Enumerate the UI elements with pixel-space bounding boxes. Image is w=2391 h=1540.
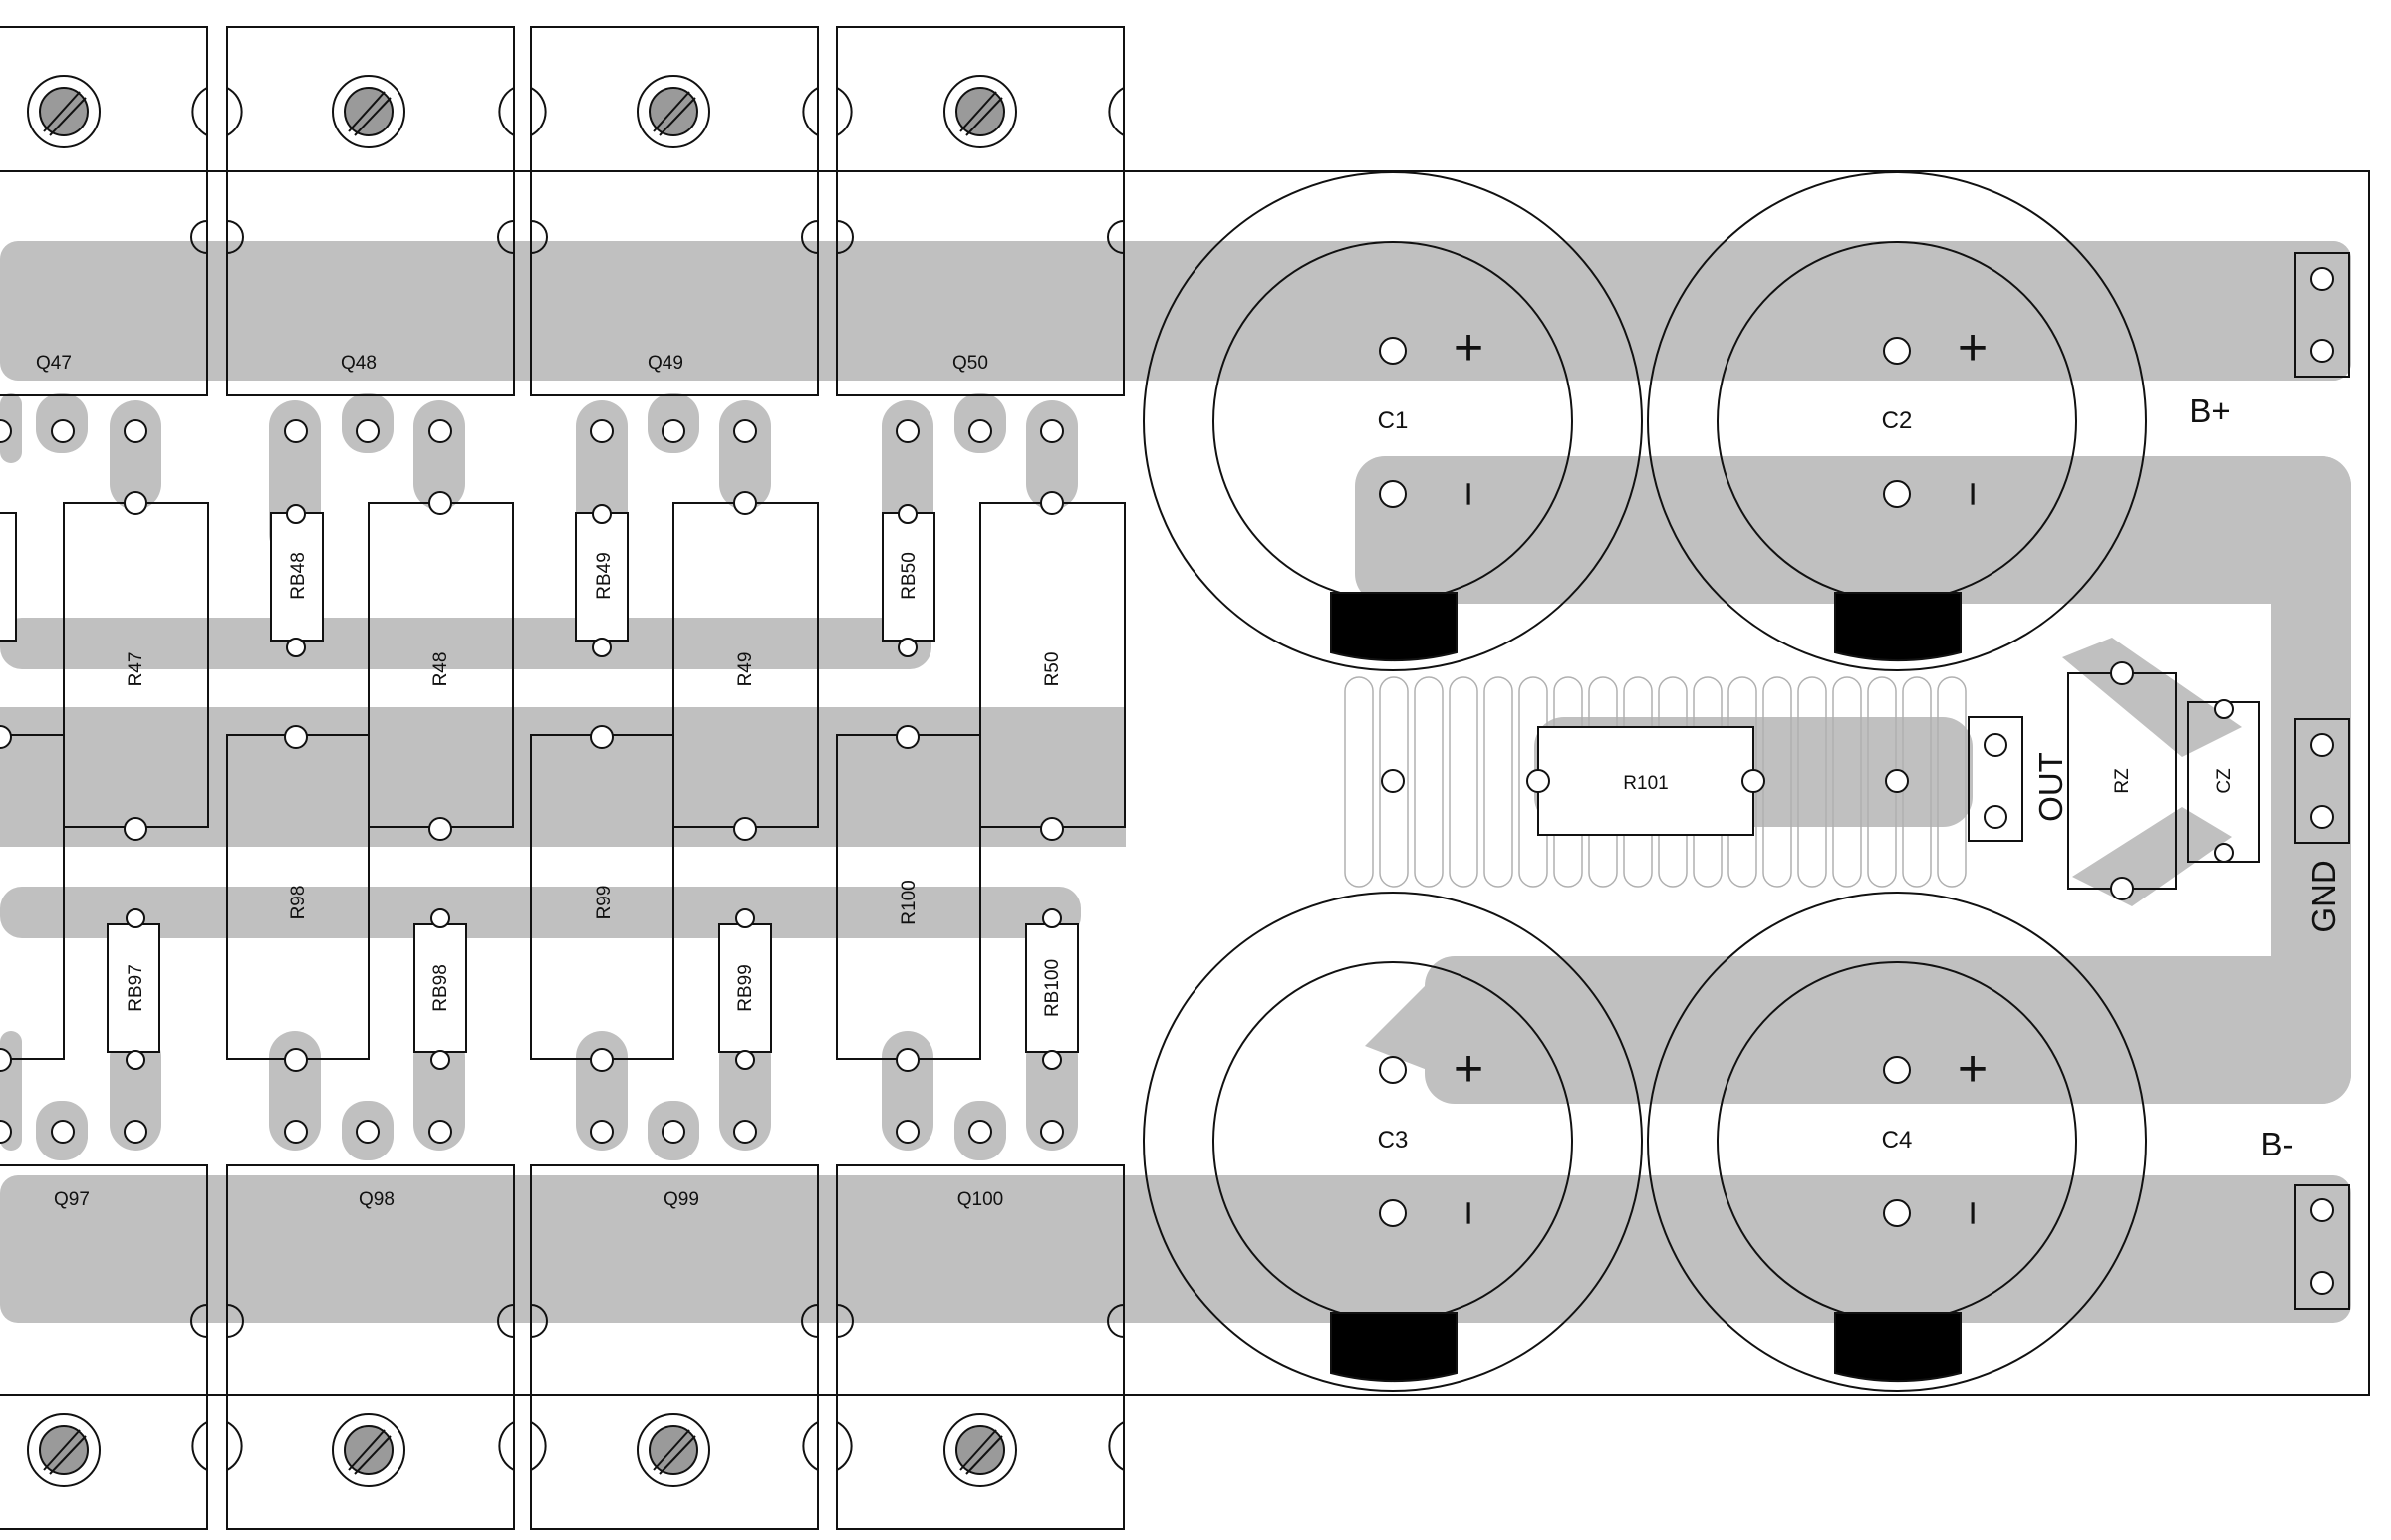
trace-gnd-rail — [1355, 456, 2351, 604]
transistor-q99 — [530, 1164, 819, 1530]
terminal-out — [1968, 716, 2023, 842]
label-rb97: RB97 — [126, 964, 146, 1012]
label-c1: C1 — [1378, 407, 1409, 434]
label-r101: R101 — [1623, 773, 1668, 794]
transistor-q50 — [836, 26, 1125, 396]
copper-layer — [0, 241, 2351, 1323]
label-rz: RZ — [2112, 768, 2133, 794]
label-q47: Q47 — [36, 353, 72, 374]
terminal-b-plus — [2294, 252, 2350, 378]
transistor-q98 — [226, 1164, 515, 1530]
label-rb99: RB99 — [735, 964, 756, 1012]
trace-b-minus-rail — [0, 1175, 2351, 1323]
polarity-plus-c2: + — [1958, 319, 1988, 377]
label-b-plus: B+ — [2189, 392, 2230, 429]
terminal-gnd — [2294, 718, 2350, 844]
label-q49: Q49 — [648, 353, 683, 374]
label-rb98: RB98 — [430, 964, 451, 1012]
polarity-plus-c3: + — [1454, 1040, 1483, 1098]
zobel-cz — [2187, 699, 2260, 863]
polarity-plus-c1: + — [1454, 319, 1483, 377]
label-r50: R50 — [1042, 652, 1063, 687]
trace-drive-lower — [0, 887, 1081, 938]
label-c3: C3 — [1378, 1127, 1409, 1154]
label-r99: R99 — [594, 886, 615, 920]
heatsink-screw-icon — [637, 75, 710, 148]
capacitor-c1 — [1143, 171, 1643, 671]
heatsink-screw-icon — [27, 75, 101, 148]
label-r100: R100 — [899, 880, 920, 924]
pads — [0, 419, 1064, 1144]
polarity-plus-c4: + — [1958, 1040, 1988, 1098]
transistor-q48 — [226, 26, 515, 396]
label-r48: R48 — [430, 652, 451, 687]
trace-output-bus — [0, 707, 1126, 847]
transistor-q49 — [530, 26, 819, 396]
trace-drive-upper — [0, 618, 931, 669]
polarity-minus-c3: − — [1445, 1200, 1493, 1226]
label-rb50: RB50 — [899, 552, 920, 600]
label-rb49: RB49 — [594, 552, 615, 600]
heatsink-screw-icon — [332, 1413, 405, 1487]
heatsink-screw-icon — [332, 75, 405, 148]
heatsink-screw-icon — [943, 1413, 1017, 1487]
capacitor-c3 — [1143, 892, 1643, 1392]
label-r49: R49 — [735, 652, 756, 687]
label-b-minus: B- — [2261, 1126, 2294, 1162]
transistor-q100 — [836, 1164, 1125, 1530]
label-c2: C2 — [1882, 407, 1913, 434]
label-q97: Q97 — [54, 1189, 90, 1210]
resistor-r101 — [1381, 726, 1909, 836]
label-cz: CZ — [2214, 768, 2235, 794]
terminal-b-minus — [2294, 1184, 2350, 1310]
label-rb48: RB48 — [288, 552, 309, 600]
trace-b-plus-rail — [0, 241, 2351, 381]
polarity-minus-c1: − — [1445, 481, 1493, 507]
capacitor-c4 — [1647, 892, 2147, 1392]
transistor-q47 — [0, 26, 208, 396]
label-gnd: GND — [2305, 860, 2342, 932]
heatsink-screw-icon — [943, 75, 1017, 148]
label-rb100: RB100 — [1042, 959, 1063, 1017]
label-q48: Q48 — [341, 353, 377, 374]
label-q99: Q99 — [664, 1189, 699, 1210]
label-q100: Q100 — [957, 1189, 1003, 1210]
heatsink-screw-icon — [637, 1413, 710, 1487]
zobel-rz — [2067, 661, 2177, 900]
board-outline — [0, 170, 2370, 1396]
label-r47: R47 — [126, 652, 146, 687]
label-out: OUT — [2032, 752, 2069, 822]
label-q50: Q50 — [952, 353, 988, 374]
label-q98: Q98 — [359, 1189, 395, 1210]
heatsink-screw-icon — [27, 1413, 101, 1487]
capacitor-c2 — [1647, 171, 2147, 671]
label-c4: C4 — [1882, 1127, 1913, 1154]
label-r98: R98 — [288, 886, 309, 920]
polarity-minus-c4: − — [1949, 1200, 1997, 1226]
polarity-minus-c2: − — [1949, 481, 1997, 507]
transistor-q97 — [0, 1164, 208, 1530]
